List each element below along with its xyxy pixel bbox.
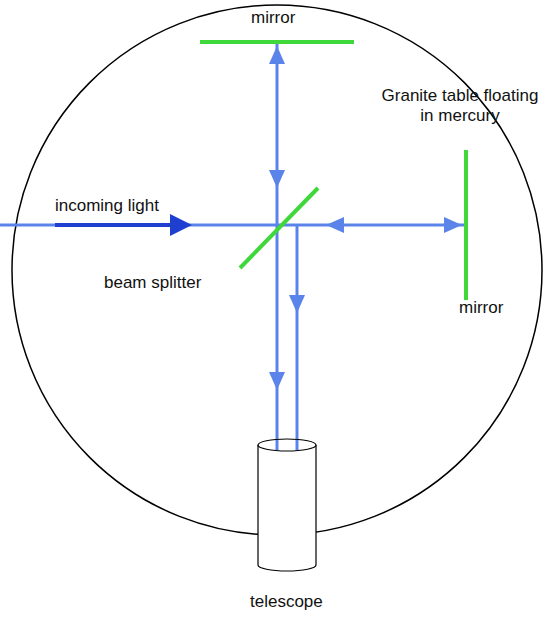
incoming-arrow (170, 214, 192, 236)
telescope-label: telescope (250, 592, 323, 612)
telescope-body (258, 439, 316, 571)
table-label: Granite table floating in mercury (380, 86, 540, 126)
splitter-label: beam splitter (104, 273, 201, 293)
beam-label: incoming light (55, 196, 159, 216)
incoming-beam (55, 223, 180, 227)
mirror-label: mirror (459, 298, 503, 318)
mirror-label: mirror (251, 8, 295, 28)
optics (200, 42, 466, 300)
